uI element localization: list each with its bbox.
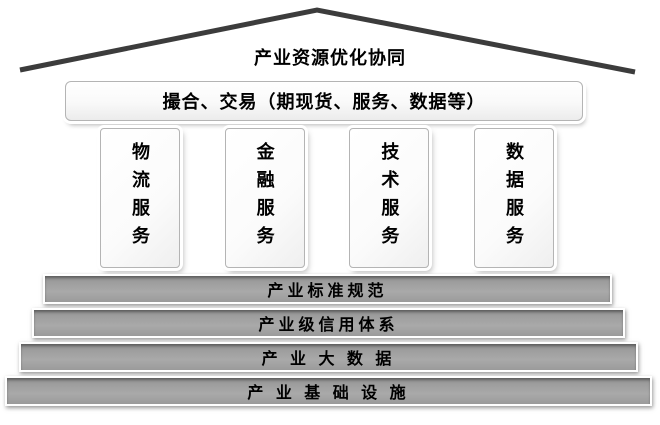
pillar-technology-services: 技术服务 xyxy=(349,128,430,268)
foundation-bar-industry-standards-label: 产业标准规范 xyxy=(267,283,388,300)
pillar-financial-services: 金融服务 xyxy=(224,128,305,268)
pillar-logistics-services-label: 物流服务 xyxy=(130,142,150,254)
foundation-bar-industry-standards: 产业标准规范 xyxy=(43,274,612,304)
pillar-financial-services-label: 金融服务 xyxy=(254,142,275,254)
trading-bar: 撮合、交易（期现货、服务、数据等） xyxy=(65,81,583,121)
pillar-technology-services-label: 技术服务 xyxy=(379,142,400,254)
trading-bar-label: 撮合、交易（期现货、服务、数据等） xyxy=(162,92,486,112)
roof-outline-icon xyxy=(19,7,636,75)
foundation-bar-infrastructure-label: 产 业 基 础 设 施 xyxy=(247,385,410,402)
foundation-bar-credit-system: 产业级信用体系 xyxy=(32,308,625,338)
foundation-bar-credit-system-label: 产业级信用体系 xyxy=(258,317,399,334)
foundation-bar-infrastructure: 产 业 基 础 设 施 xyxy=(5,376,652,406)
foundation-bar-big-data: 产 业 大 数 据 xyxy=(19,342,638,372)
pillar-data-services-label: 数据服务 xyxy=(503,142,524,254)
pillar-data-services: 数据服务 xyxy=(473,128,554,268)
roof-title: 产业资源优化协同 xyxy=(254,48,406,68)
pillar-row: 物流服务 金融服务 技术服务 数据服务 xyxy=(100,128,554,268)
pillar-logistics-services: 物流服务 xyxy=(100,128,180,268)
foundation-bar-big-data-label: 产 业 大 数 据 xyxy=(261,351,396,368)
